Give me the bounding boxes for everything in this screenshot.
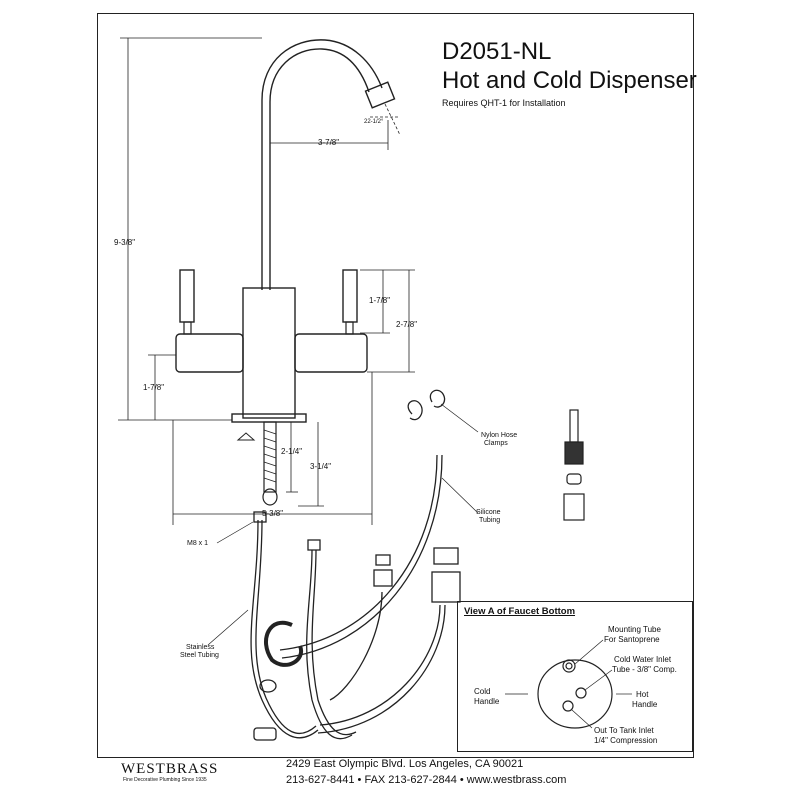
company-contact: 213-627-8441 • FAX 213-627-2844 • www.we… bbox=[286, 774, 567, 786]
brand-tagline: Fine Decorative Plumbing Since 1935 bbox=[123, 777, 207, 783]
cold-inlet-line1: Cold Water Inlet bbox=[614, 655, 672, 664]
stainless-callout-line1: Stainless bbox=[186, 644, 215, 651]
shank-upper-label: 2-1/4" bbox=[281, 447, 303, 456]
base-width-label: 5-3/8" bbox=[262, 509, 284, 518]
tank-inlet-line2: 1/4" Compression bbox=[594, 736, 658, 745]
shank-total-label: 3-1/4" bbox=[310, 462, 332, 471]
tubing bbox=[250, 454, 461, 741]
faucet-spout bbox=[261, 39, 401, 290]
spout-reach-label: 3-7/8" bbox=[318, 138, 340, 147]
base-height-label: 1-7/8" bbox=[143, 383, 165, 392]
leader-lines bbox=[207, 403, 479, 646]
brand-logo: WESTBRASS bbox=[121, 761, 219, 777]
thread-callout: M8 x 1 bbox=[187, 540, 209, 547]
hot-handle-line1: Hot bbox=[636, 690, 649, 699]
stainless-callout-line2: Steel Tubing bbox=[180, 652, 219, 659]
compression-fitting bbox=[563, 409, 585, 521]
threaded-shank bbox=[236, 421, 278, 506]
dimension-lines bbox=[118, 37, 415, 525]
spout-angle-label: 22-1/2° bbox=[364, 119, 384, 125]
view-a-diagram bbox=[505, 639, 632, 729]
product-name: Hot and Cold Dispenser bbox=[442, 67, 697, 94]
clamps-callout-line1: Nylon Hose bbox=[481, 432, 518, 439]
cold-inlet-line2: Tube - 3/8" Comp. bbox=[612, 665, 677, 674]
cold-handle-line1: Cold bbox=[474, 687, 491, 696]
company-address: 2429 East Olympic Blvd. Los Angeles, CA … bbox=[286, 758, 524, 770]
silicone-callout-line1: Silicone bbox=[476, 509, 501, 516]
drawing-border bbox=[97, 13, 694, 758]
hot-handle-line2: Handle bbox=[632, 700, 658, 709]
silicone-callout-line2: Tubing bbox=[479, 517, 501, 524]
view-a-title: View A of Faucet Bottom bbox=[464, 606, 576, 617]
clamps-callout-line2: Clamps bbox=[484, 440, 508, 447]
cold-handle-line2: Handle bbox=[474, 697, 500, 706]
faucet-body bbox=[175, 269, 368, 423]
handle-height-total-label: 2-7/8" bbox=[396, 320, 418, 329]
overall-height-label: 9-3/8" bbox=[114, 238, 136, 247]
installation-note: Requires QHT-1 for Installation bbox=[442, 98, 566, 108]
mounting-tube-line2: For Santoprene bbox=[604, 635, 660, 644]
tank-inlet-line1: Out To Tank Inlet bbox=[594, 726, 654, 735]
hose-clamps bbox=[259, 389, 446, 693]
view-a-panel bbox=[457, 601, 693, 752]
mounting-tube-line1: Mounting Tube bbox=[608, 625, 661, 634]
handle-height-upper-label: 1-7/8" bbox=[369, 296, 391, 305]
model-number: D2051-NL bbox=[442, 38, 552, 65]
